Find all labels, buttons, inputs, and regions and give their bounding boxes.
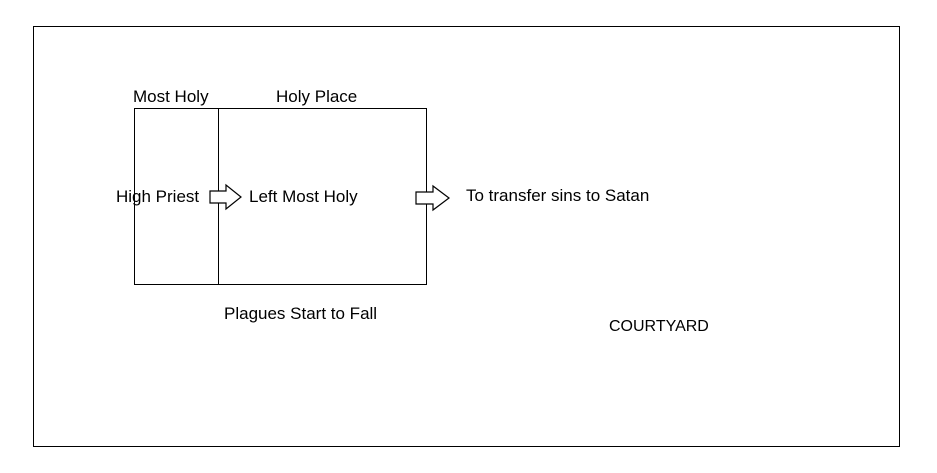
transfer-sins-label: To transfer sins to Satan (466, 186, 650, 205)
courtyard-frame (33, 26, 900, 447)
courtyard-label: COURTYARD (609, 318, 709, 335)
high-priest-label: High Priest (116, 187, 200, 206)
left-most-holy-label: Left Most Holy (249, 187, 358, 206)
right-arrow-icon (209, 183, 242, 211)
holy-place-label: Holy Place (276, 87, 358, 106)
plagues-label: Plagues Start to Fall (224, 304, 378, 323)
right-arrow-icon (415, 184, 450, 212)
most-holy-label: Most Holy (133, 87, 209, 106)
